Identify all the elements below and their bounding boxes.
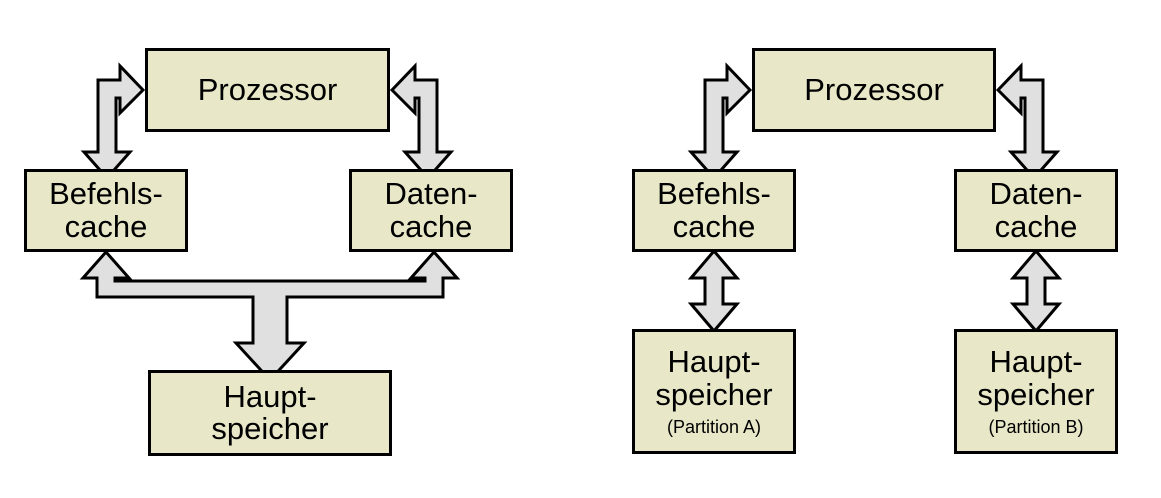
right-processor-label: Prozessor — [804, 71, 944, 107]
right-instruction-cache-label-line2: cache — [672, 208, 756, 244]
left-processor-label: Prozessor — [197, 71, 338, 107]
left-processor-data-cache-arrow — [389, 62, 455, 181]
right-main-memory-b-label-line2: speicher — [977, 376, 1095, 412]
right-main-memory-b-partition-label: (Partition B) — [988, 416, 1084, 437]
right-main-memory-a-label-line2: speicher — [655, 376, 773, 412]
right-main-memory-partition-a-box[interactable]: Haupt- speicher (Partition A) — [632, 329, 796, 454]
right-data-cache-label-line2: cache — [994, 208, 1078, 244]
right-main-memory-b-label-line1: Haupt- — [989, 344, 1083, 380]
left-instruction-cache-box[interactable]: Befehls- cache — [24, 169, 188, 252]
right-data-cache-box[interactable]: Daten- cache — [954, 169, 1118, 252]
left-instruction-cache-label-line1: Befehls- — [49, 176, 163, 212]
right-data-cache-label-line1: Daten- — [989, 176, 1083, 212]
right-instruction-cache-memory-a-arrow — [687, 248, 741, 334]
left-instruction-cache-label-line2: cache — [64, 208, 148, 244]
right-processor-instruction-cache-arrow — [687, 62, 753, 181]
left-data-cache-box[interactable]: Daten- cache — [349, 169, 513, 252]
left-processor-box[interactable]: Prozessor — [145, 48, 390, 132]
right-instruction-cache-box[interactable]: Befehls- cache — [632, 169, 796, 252]
left-cache-memory-bus-arrow — [79, 249, 461, 383]
right-main-memory-a-label-line1: Haupt- — [667, 344, 761, 380]
right-instruction-cache-label-line1: Befehls- — [657, 176, 771, 212]
left-main-memory-box[interactable]: Haupt- speicher — [148, 370, 392, 456]
right-processor-data-cache-arrow — [995, 62, 1061, 181]
right-processor-box[interactable]: Prozessor — [752, 48, 996, 132]
left-main-memory-label-line1: Haupt- — [223, 378, 317, 414]
left-data-cache-label-line1: Daten- — [384, 176, 478, 212]
left-main-memory-label-line2: speicher — [211, 411, 329, 446]
left-data-cache-label-line2: cache — [389, 208, 473, 244]
right-main-memory-partition-b-box[interactable]: Haupt- speicher (Partition B) — [954, 329, 1118, 454]
right-main-memory-a-partition-label: (Partition A) — [666, 416, 762, 437]
left-processor-instruction-cache-arrow — [80, 62, 146, 181]
right-data-cache-memory-b-arrow — [1009, 248, 1063, 334]
